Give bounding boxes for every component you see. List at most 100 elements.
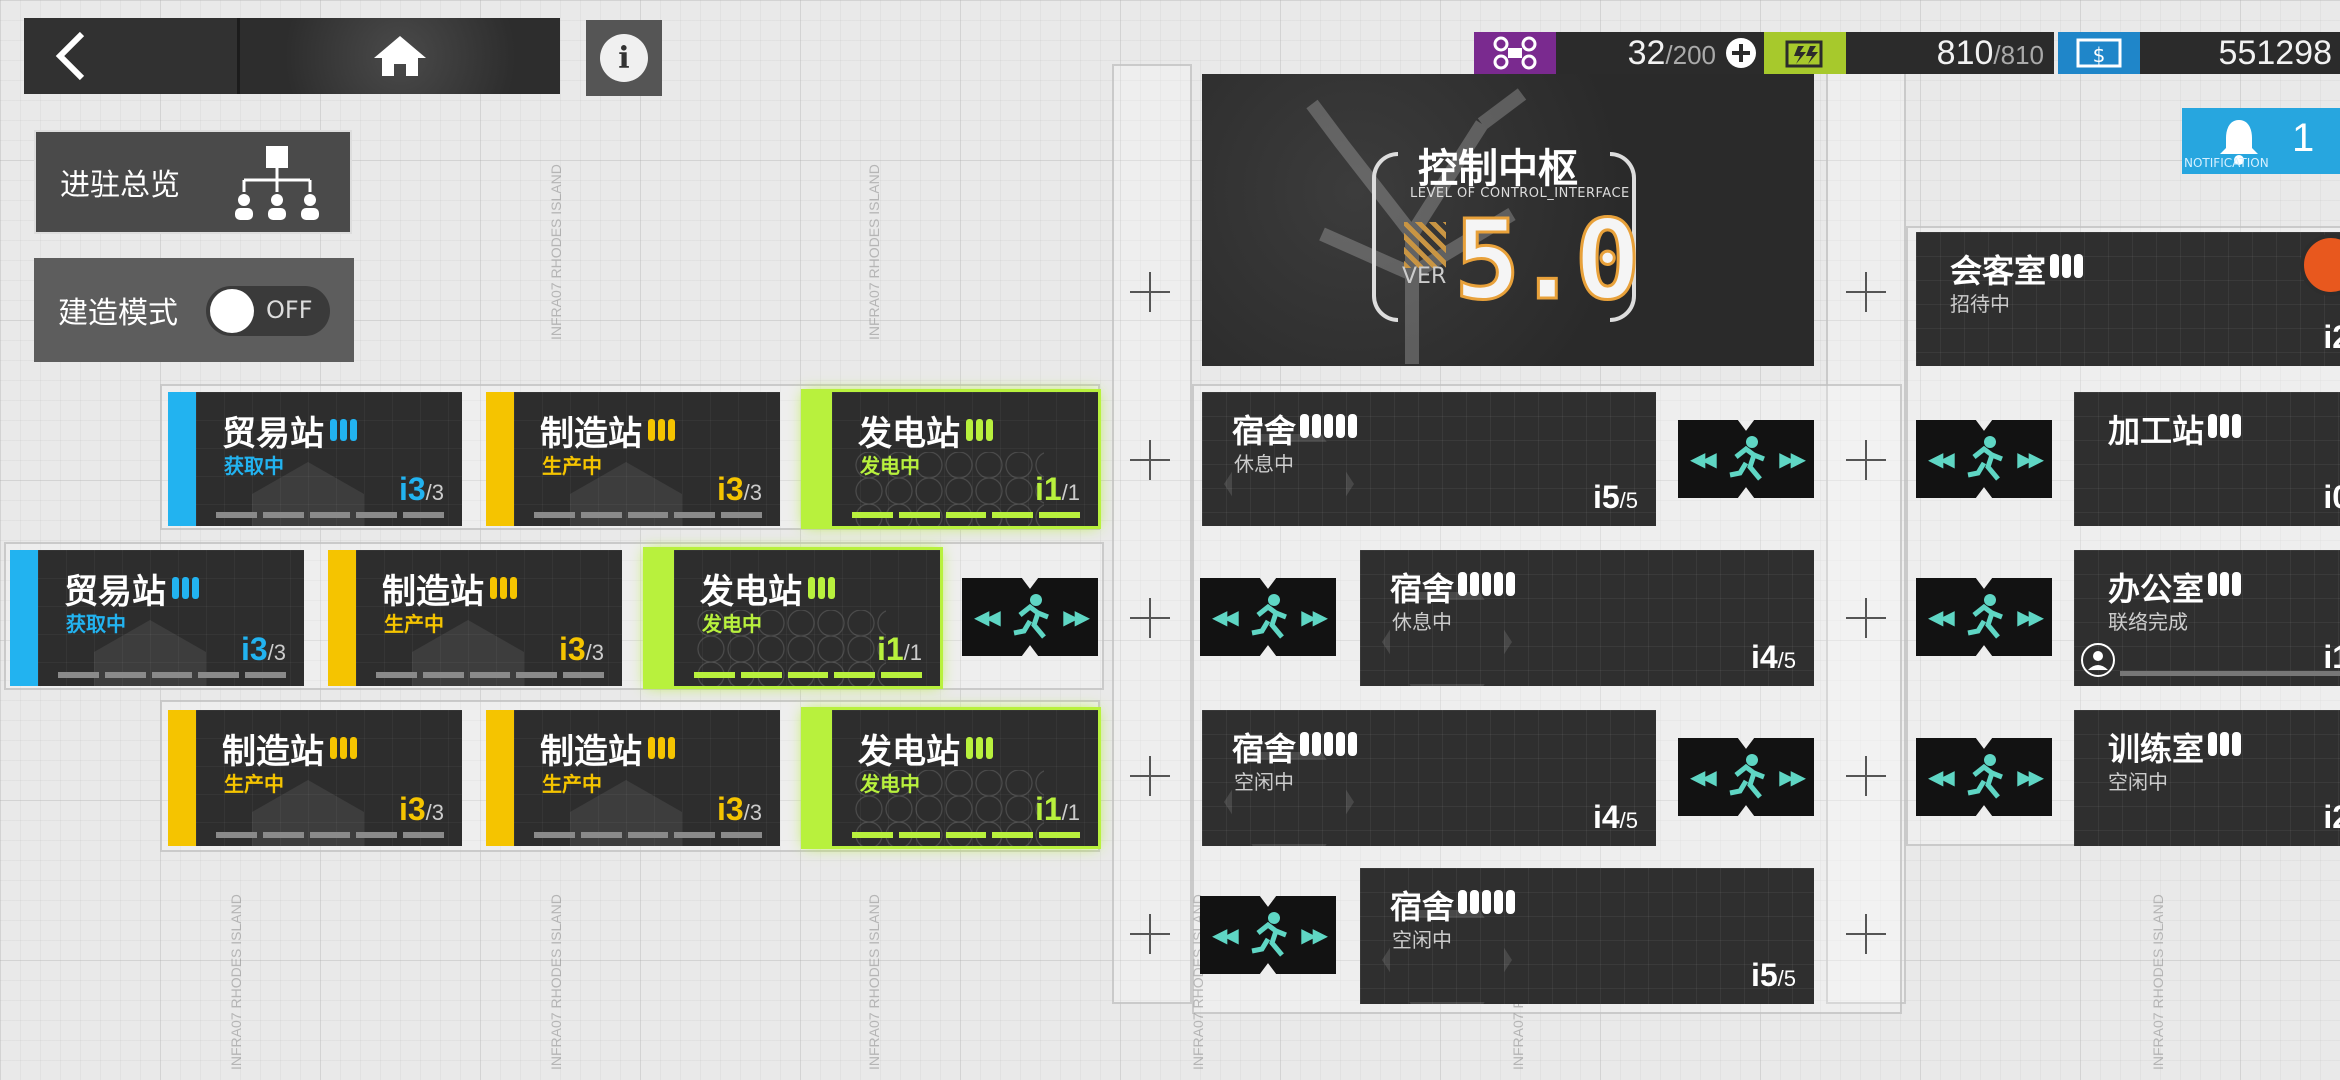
arrow-right-icon: ▶▶ [2017,765,2044,789]
grid-cross-marker [1130,756,1170,796]
level-pips [172,577,199,599]
stairwell-corridor[interactable]: ◀◀ ▶▶ [1678,738,1814,816]
dorm-emblem [1224,434,1354,526]
room-status: 生产中 [384,612,444,636]
drone-icon [1474,32,1556,74]
toggle-knob [210,289,254,333]
progress-segments [852,832,1080,838]
svg-text:$: $ [2093,43,2106,67]
alert-icon[interactable] [2300,234,2340,296]
top-nav-bar [24,18,560,94]
room-title: 会客室 [1950,246,2084,292]
running-person-icon [1013,594,1049,639]
progress-segments [216,832,444,838]
room-status: 生产中 [224,772,284,796]
room-slots: i2 [2323,319,2340,355]
dormitory-room[interactable]: 宿舍 休息中 i4/5 [1360,550,1814,686]
hazard-stripes [1404,222,1446,268]
stairwell-corridor[interactable]: ◀◀ ▶▶ [1916,738,2052,816]
room-title: 制造站 [540,406,675,455]
room-color-bar [486,710,514,846]
room-color-bar [168,392,196,526]
dorm-emblem [1382,592,1512,686]
room-title: 宿舍 [1390,564,1516,610]
stairwell-corridor[interactable]: ◀◀ ▶▶ [1200,896,1336,974]
factory-room[interactable]: 制造站 生产中 i3/3 [168,710,462,846]
info-button[interactable]: i [586,20,662,96]
arrow-right-icon: ▶▶ [1779,765,1806,789]
office-room[interactable]: 办公室 联络完成 i1 [2074,550,2340,686]
level-pips [1300,414,1358,438]
power-plant-room[interactable]: 发电站 发电中 i1/1 [646,550,940,686]
drone-max: /200 [1665,39,1716,70]
grid-cross-marker [1130,598,1170,638]
power-plant-room[interactable]: 发电站 发电中 i1/1 [804,392,1098,526]
room-title: 制造站 [382,564,517,613]
build-mode-panel: 建造模式 OFF [34,258,354,362]
dormitory-room[interactable]: 宿舍 休息中 i5/5 [1202,392,1656,526]
reception-room[interactable]: 会客室 招待中 i2 [1916,232,2340,366]
room-status: 空闲中 [2108,770,2168,794]
stairwell-corridor[interactable]: ◀◀ ▶▶ [1678,420,1814,498]
back-button[interactable] [24,18,240,94]
level-pips [1458,572,1516,596]
room-slots: i0 [2323,479,2340,515]
running-person-icon [1729,754,1765,799]
room-title: 宿舍 [1232,406,1358,452]
level-pips [2208,732,2242,756]
battery-icon [1764,32,1846,74]
notification-button[interactable]: 1 NOTIFICATION [2182,108,2340,174]
arrow-right-icon: ▶▶ [1779,447,1806,471]
arrow-left-icon: ◀◀ [1212,923,1239,947]
trade-post-room[interactable]: 贸易站 获取中 i3/3 [168,392,462,526]
stairwell-corridor[interactable]: ◀◀ ▶▶ [962,578,1098,656]
dormitory-room[interactable]: 宿舍 空闲中 i5/5 [1360,868,1814,1004]
grid-cross-marker [1846,598,1886,638]
room-slots: i4/5 [1750,639,1796,675]
add-drone-icon[interactable] [1724,36,1758,70]
factory-room[interactable]: 制造站 生产中 i3/3 [328,550,622,686]
stairwell-corridor[interactable]: ◀◀ ▶▶ [1916,420,2052,498]
workshop-room[interactable]: 加工站 i0 [2074,392,2340,526]
level-pips [330,419,357,441]
room-slots: i4/5 [1592,799,1638,835]
level-pips [490,577,517,599]
dorm-emblem [1382,910,1512,1004]
stairwell-corridor[interactable]: ◀◀ ▶▶ [1916,578,2052,656]
watermark-text: INFRA07 RHODES ISLAND [866,894,882,1070]
training-room[interactable]: 训练室 空闲中 i2 [2074,710,2340,846]
room-slots: i5/5 [1750,957,1796,993]
grid-frame-col [1112,64,1192,1004]
notification-count: 1 [2292,116,2315,160]
factory-room[interactable]: 制造站 生产中 i3/3 [486,392,780,526]
running-person-icon [1967,436,2003,481]
control-center-subtitle: LEVEL OF CONTROL_INTERFACE [1410,186,1630,201]
dormitory-room[interactable]: 宿舍 空闲中 i4/5 [1202,710,1656,846]
home-button[interactable] [240,18,560,94]
power-plant-room[interactable]: 发电站 发电中 i1/1 [804,710,1098,846]
lmd-resource: $ 551298 [2058,32,2340,74]
room-title: 宿舍 [1232,724,1358,770]
stairwell-corridor[interactable]: ◀◀ ▶▶ [1200,578,1336,656]
running-person-icon [1967,754,2003,799]
trade-post-room[interactable]: 贸易站 获取中 i3/3 [10,550,304,686]
grid-cross-marker [1130,440,1170,480]
station-overview-button[interactable]: 进驻总览 [34,130,352,234]
running-person-icon [1967,594,2003,639]
level-pips [648,737,675,759]
room-slots: i3/3 [398,471,444,507]
toggle-state-text: OFF [266,296,313,324]
room-title: 宿舍 [1390,882,1516,928]
build-mode-toggle[interactable]: OFF [206,286,330,336]
room-status: 发电中 [860,772,920,796]
running-person-icon [1251,912,1287,957]
running-person-icon [1729,436,1765,481]
dorm-emblem [1224,752,1354,846]
operator-avatar-icon [2081,643,2115,677]
level-pips [808,577,835,599]
watermark-text: INFRA07 RHODES ISLAND [548,164,564,340]
watermark-text: INFRA07 RHODES ISLAND [866,164,882,340]
control-center-room[interactable]: 控制中枢 LEVEL OF CONTROL_INTERFACE VER 5.0 [1202,74,1814,366]
factory-room[interactable]: 制造站 生产中 i3/3 [486,710,780,846]
level-pips [648,419,675,441]
